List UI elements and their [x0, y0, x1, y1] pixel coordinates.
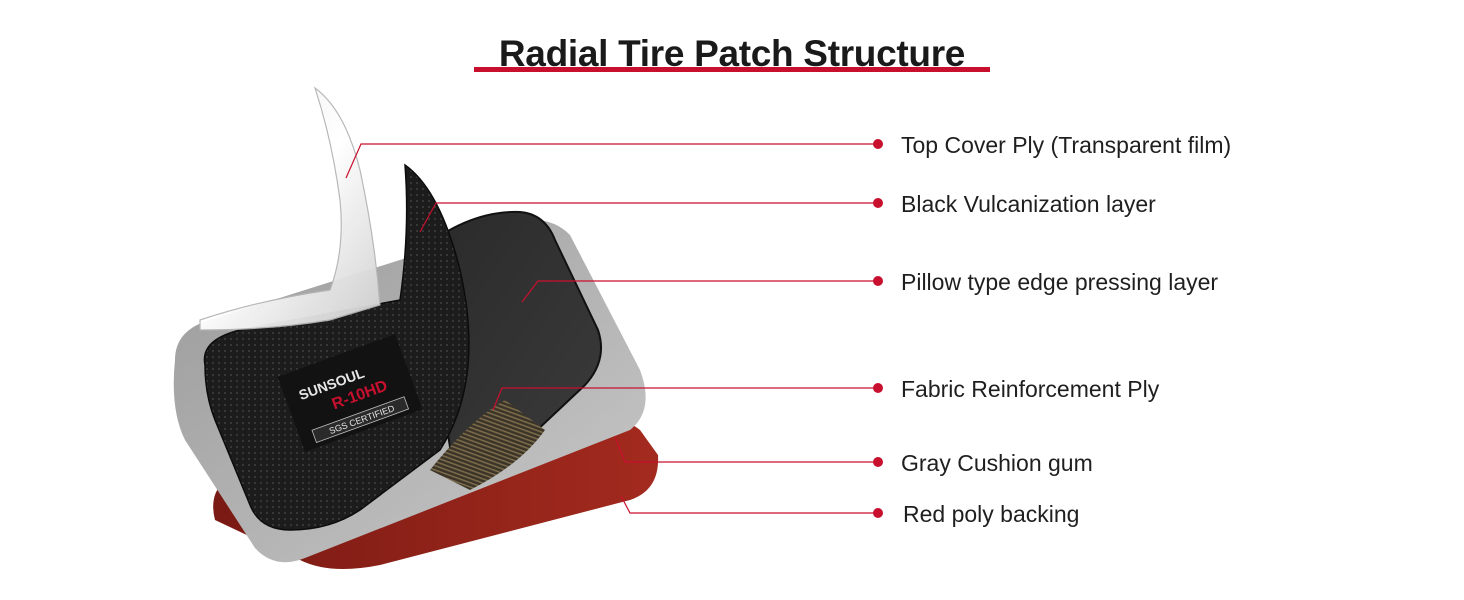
leader-lines — [345, 143, 878, 514]
layer-label-red-backing: Red poly backing — [903, 501, 1080, 527]
patch-label-area: SUNSOUL R-10HD SGS CERTIFIED — [277, 334, 423, 452]
layer-label-top-cover: Top Cover Ply (Transparent film) — [901, 132, 1232, 158]
title-underline — [474, 67, 990, 72]
leader-line-top-cover — [345, 143, 878, 179]
page-title: Radial Tire Patch Structure — [498, 33, 966, 74]
film-layer — [199, 86, 381, 331]
leader-dot-top-cover — [873, 139, 883, 149]
leader-line-fabric — [492, 387, 878, 411]
leader-dot-red-backing — [873, 508, 883, 518]
leader-line-red-backing — [620, 495, 878, 514]
fabric-layer — [430, 400, 545, 490]
leader-line-pillow — [521, 280, 878, 303]
layer-label-fabric: Fabric Reinforcement Ply — [901, 376, 1160, 402]
leader-dot-gray-cushion — [873, 457, 883, 467]
leader-dot-black-vulc — [873, 198, 883, 208]
leader-line-black-vulc — [419, 202, 878, 233]
leader-dot-fabric — [873, 383, 883, 393]
black-patch-layer — [203, 163, 470, 531]
leader-line-gray-cushion — [614, 436, 878, 463]
layer-label-gray-cushion: Gray Cushion gum — [901, 450, 1093, 476]
leader-dots — [873, 139, 883, 518]
title-block: Radial Tire Patch Structure — [474, 28, 990, 78]
layer-label-black-vulc: Black Vulcanization layer — [901, 191, 1156, 217]
layer-label-pillow: Pillow type edge pressing layer — [901, 269, 1219, 295]
leader-dot-pillow — [873, 276, 883, 286]
